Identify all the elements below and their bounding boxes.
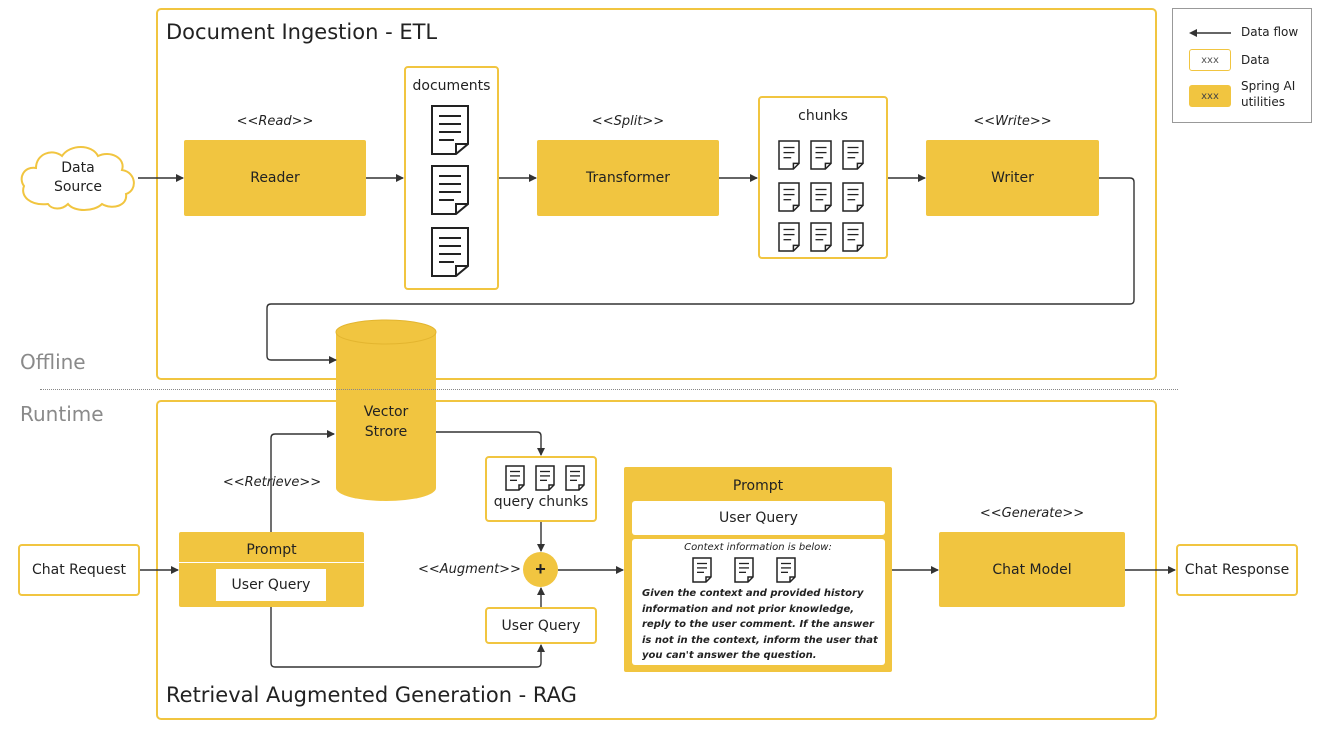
legend-arrow-icon — [1189, 29, 1231, 37]
documents-label: documents — [412, 78, 491, 94]
data-source-line2: Source — [53, 179, 103, 195]
small-document-icon — [734, 557, 754, 583]
retrieve-stereotype: <<Retrieve>> — [222, 475, 322, 490]
chat-request-box: Chat Request — [18, 544, 140, 596]
prompt-left-user-query: User Query — [216, 569, 326, 601]
small-document-icon — [842, 222, 864, 252]
legend-data-flow-label: Data flow — [1241, 25, 1299, 39]
small-document-icon — [778, 222, 800, 252]
vector-store-line2: Strore — [364, 424, 408, 440]
rag-title: Retrieval Augmented Generation - RAG — [166, 683, 577, 707]
document-icon — [431, 227, 469, 277]
runtime-zone-label: Runtime — [20, 402, 104, 426]
legend-spring-label-line2: utilities — [1241, 95, 1285, 109]
small-document-icon — [810, 182, 832, 212]
user-query-box: User Query — [485, 607, 597, 644]
writer-box: Writer — [926, 140, 1099, 216]
legend-spring-label-line1: Spring AI — [1241, 79, 1296, 93]
small-document-icon — [776, 557, 796, 583]
prompt-left-box: Prompt User Query — [179, 532, 364, 607]
small-document-icon — [810, 140, 832, 170]
small-document-icon — [692, 557, 712, 583]
legend-data-label: Data — [1241, 53, 1270, 67]
legend: Data flow xxx Data xxx Spring AI utiliti… — [1172, 8, 1312, 123]
small-document-icon — [505, 465, 525, 491]
small-document-icon — [565, 465, 585, 491]
prompt-left-title: Prompt — [246, 542, 297, 558]
reader-box: Reader — [184, 140, 366, 216]
offline-runtime-separator — [40, 389, 1178, 390]
transformer-box: Transformer — [537, 140, 719, 216]
generate-stereotype: <<Generate>> — [979, 506, 1085, 521]
context-header: Context information is below: — [684, 542, 832, 553]
prompt-main-box: Prompt User Query — [624, 467, 892, 672]
offline-zone-label: Offline — [20, 350, 86, 374]
document-icon — [431, 105, 469, 155]
augment-stereotype: <<Augment>> — [418, 562, 521, 577]
prompt-main-title: Prompt — [732, 478, 784, 494]
small-document-icon — [535, 465, 555, 491]
augment-symbol: + — [535, 559, 546, 579]
chunks-label: chunks — [798, 108, 848, 124]
small-document-icon — [810, 222, 832, 252]
vector-store-line1: Vector — [363, 404, 409, 420]
chat-response-box: Chat Response — [1176, 544, 1298, 596]
small-document-icon — [778, 140, 800, 170]
etl-title: Document Ingestion - ETL — [166, 20, 438, 44]
document-icon — [431, 165, 469, 215]
small-document-icon — [778, 182, 800, 212]
query-chunks-label: query chunks — [493, 494, 589, 510]
augment-plus-icon: + — [523, 552, 558, 587]
context-body: Given the context and provided history i… — [642, 588, 878, 661]
split-stereotype: <<Split>> — [591, 114, 665, 129]
legend-data-swatch: xxx — [1189, 49, 1231, 71]
legend-spring-swatch: xxx — [1189, 85, 1231, 107]
prompt-left-divider — [179, 562, 364, 563]
prompt-main-user-query: User Query — [632, 501, 885, 535]
small-document-icon — [842, 140, 864, 170]
prompt-main-context — [632, 539, 885, 665]
read-stereotype: <<Read>> — [236, 114, 314, 129]
chat-model-box: Chat Model — [939, 532, 1125, 607]
write-stereotype: <<Write>> — [973, 114, 1052, 129]
data-source-line1: Data — [61, 160, 95, 176]
small-document-icon — [842, 182, 864, 212]
data-source-cloud-icon — [20, 146, 135, 211]
